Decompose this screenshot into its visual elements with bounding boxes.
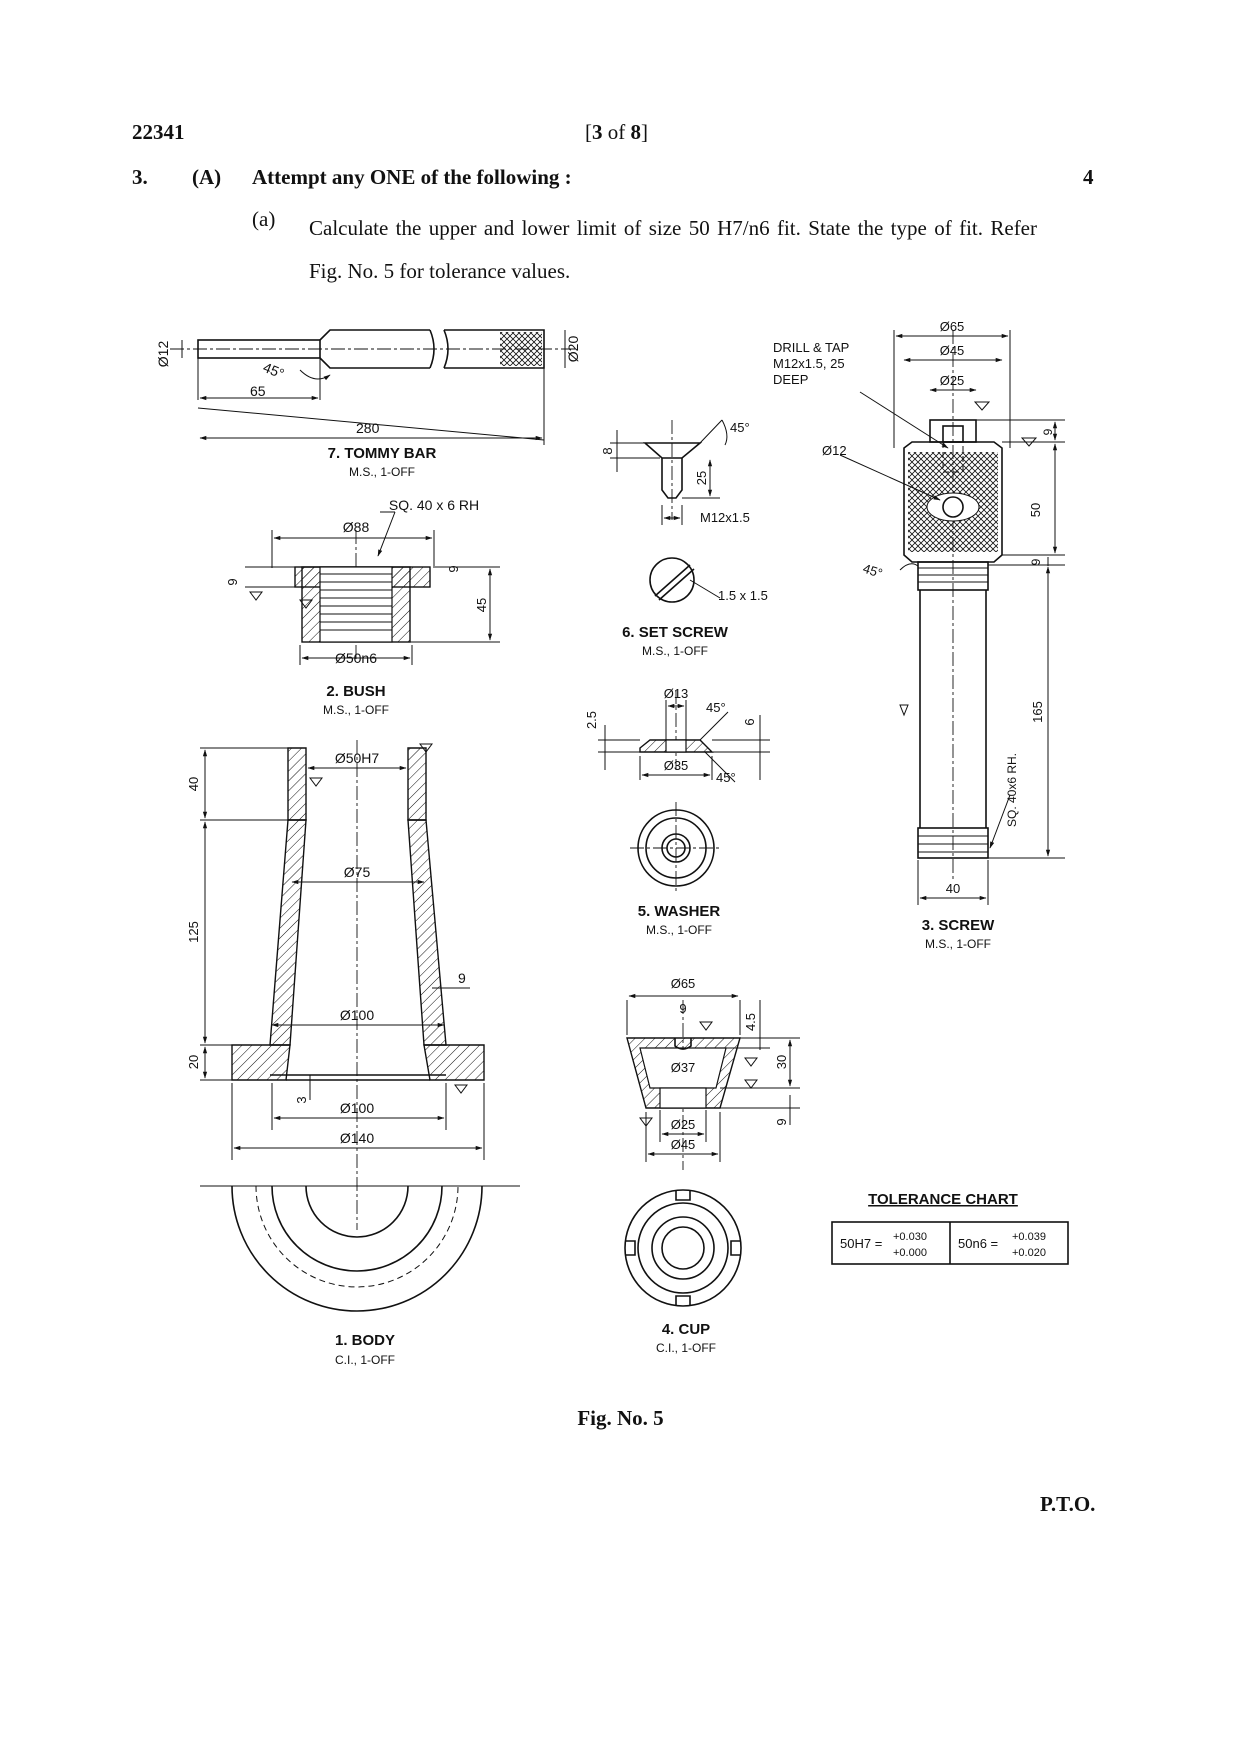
page-total: 8	[630, 120, 642, 144]
washer-dim-5: Ø35	[664, 758, 689, 773]
washer-spec: M.S., 1-OFF	[646, 923, 712, 937]
body-dim-2: 40	[186, 777, 201, 791]
body-spec: C.I., 1-OFF	[335, 1353, 395, 1367]
tolerance-h7-label: 50H7 =	[840, 1236, 882, 1251]
screw-dim-11: 40	[946, 881, 960, 896]
bush-spec: M.S., 1-OFF	[323, 703, 389, 717]
tommy-bar-dim-5: Ø20	[565, 336, 581, 363]
screw-dim-5: 9	[1041, 428, 1055, 435]
set-screw-name: 6. SET SCREW	[622, 624, 729, 641]
body-name: 1. BODY	[335, 1332, 395, 1349]
bush-dim-6: Ø50n6	[335, 650, 377, 666]
tolerance-n6-label: 50n6 =	[958, 1236, 998, 1251]
tommy-bar-dim-1: Ø12	[155, 341, 171, 368]
screw-dim-8: 45°	[861, 561, 884, 581]
tommy-bar-spec: M.S., 1-OFF	[349, 465, 415, 479]
washer-dim-1: Ø13	[664, 686, 689, 701]
body-dim-5: 9	[458, 970, 466, 986]
bush-dim-1: SQ. 40 x 6 RH	[389, 497, 479, 513]
question-part: (A)	[192, 165, 222, 189]
cup-dim-7: Ø25	[671, 1117, 696, 1132]
screw-dim-3: Ø25	[940, 373, 965, 388]
screw-drawing: DRILL & TAP M12x1.5, 25 DEEP Ø65 Ø45 Ø25…	[773, 319, 1065, 951]
screw-note-line-3: DEEP	[773, 372, 808, 387]
screw-dim-9: 165	[1030, 701, 1045, 723]
washer-name: 5. WASHER	[638, 903, 721, 920]
tolerance-n6-lower: +0.020	[1012, 1247, 1046, 1259]
tommy-bar-drawing: Ø12 45° 65 280 Ø20 7. TOMMY BAR M.S., 1-…	[155, 329, 581, 479]
cup-dim-2: 9	[679, 1001, 686, 1016]
cup-drawing: Ø65 9 4.5 30 Ø37 9 Ø25 Ø45 4. CUP C.I., …	[624, 976, 800, 1355]
bush-drawing: SQ. 40 x 6 RH Ø88 9 9 45 Ø50n6 2. BUSH M…	[225, 497, 500, 717]
page-suffix: ]	[641, 120, 648, 144]
sub-question-label: (a)	[252, 207, 276, 231]
question-number: 3.	[132, 165, 148, 189]
screw-note-line-2: M12x1.5, 25	[773, 356, 845, 371]
set-screw-dim-2: 45°	[730, 420, 750, 435]
tolerance-h7-lower: +0.000	[893, 1247, 927, 1259]
washer-dim-6: 45°	[716, 770, 736, 785]
set-screw-spec: M.S., 1-OFF	[642, 644, 708, 658]
tommy-bar-name: 7. TOMMY BAR	[328, 445, 437, 462]
set-screw-dim-1: 8	[600, 447, 615, 454]
cup-name: 4. CUP	[662, 1321, 710, 1338]
tommy-bar-dim-3: 65	[250, 383, 266, 399]
screw-dim-4: Ø12	[822, 443, 847, 458]
cup-dim-8: Ø45	[671, 1137, 696, 1152]
page-current: 3	[592, 120, 603, 144]
screw-dim-10: SQ. 40x6 RH.	[1005, 753, 1019, 827]
screw-dim-2: Ø45	[940, 343, 965, 358]
body-dim-9: Ø100	[340, 1100, 374, 1116]
tommy-bar-dim-4: 280	[356, 420, 380, 436]
bush-dim-4: 9	[446, 565, 461, 572]
page-turn-over: P.T.O.	[1040, 1492, 1096, 1516]
washer-dim-3: 2.5	[584, 711, 599, 729]
washer-dim-4: 6	[742, 718, 757, 725]
body-dim-3: Ø75	[344, 864, 371, 880]
bush-name: 2. BUSH	[326, 683, 385, 700]
cup-dim-1: Ø65	[671, 976, 696, 991]
bush-dim-5: 45	[474, 598, 489, 612]
washer-drawing: Ø13 45° 2.5 6 Ø35 45° 5. WASHER M.S., 1-…	[584, 686, 770, 937]
washer-dim-2: 45°	[706, 700, 726, 715]
cup-dim-6: 9	[774, 1118, 789, 1125]
set-screw-drawing: 8 45° 25 M12x1.5 1.5 x 1.5 6. SET SCREW …	[600, 419, 768, 658]
figure-caption: Fig. No. 5	[577, 1406, 664, 1430]
tolerance-chart-title: TOLERANCE CHART	[868, 1191, 1018, 1208]
question-title: Attempt any ONE of the following :	[252, 165, 572, 189]
set-screw-dim-4: M12x1.5	[700, 510, 750, 525]
screw-dim-6: 50	[1028, 503, 1043, 517]
tolerance-h7-upper: +0.030	[893, 1231, 927, 1243]
page-prefix: [	[585, 120, 592, 144]
page-number: [3 of 8]	[585, 120, 648, 145]
screw-dim-1: Ø65	[940, 319, 965, 334]
screw-name: 3. SCREW	[922, 917, 995, 934]
set-screw-dim-3: 25	[694, 471, 709, 485]
body-drawing: Ø50H7 40 Ø75 125 9 Ø100 20 3 Ø100 Ø140 1…	[186, 740, 520, 1367]
bush-dim-2: Ø88	[343, 519, 370, 535]
body-dim-1: Ø50H7	[335, 750, 380, 766]
body-dim-10: Ø140	[340, 1130, 374, 1146]
sub-question-text: Calculate the upper and lower limit of s…	[309, 216, 1037, 283]
question-marks: 4	[1083, 165, 1094, 189]
screw-dim-7: 9	[1029, 558, 1043, 565]
screw-note-line-1: DRILL & TAP	[773, 340, 849, 355]
tolerance-n6-upper: +0.039	[1012, 1231, 1046, 1243]
page-of: of	[602, 120, 631, 144]
body-dim-8: 3	[294, 1096, 309, 1103]
set-screw-dim-5: 1.5 x 1.5	[718, 588, 768, 603]
body-dim-4: 125	[186, 921, 201, 943]
body-dim-6: Ø100	[340, 1007, 374, 1023]
cup-spec: C.I., 1-OFF	[656, 1341, 716, 1355]
body-dim-7: 20	[186, 1055, 201, 1069]
tommy-bar-dim-2: 45°	[261, 359, 287, 382]
cup-dim-3: 4.5	[743, 1013, 758, 1031]
paper-code: 22341	[132, 120, 185, 144]
cup-dim-4: 30	[774, 1055, 789, 1069]
tolerance-chart: TOLERANCE CHART 50H7 = +0.030 +0.000 50n…	[831, 1191, 1069, 1265]
bush-dim-3: 9	[225, 578, 240, 585]
screw-spec: M.S., 1-OFF	[925, 937, 991, 951]
cup-dim-5: Ø37	[671, 1060, 696, 1075]
